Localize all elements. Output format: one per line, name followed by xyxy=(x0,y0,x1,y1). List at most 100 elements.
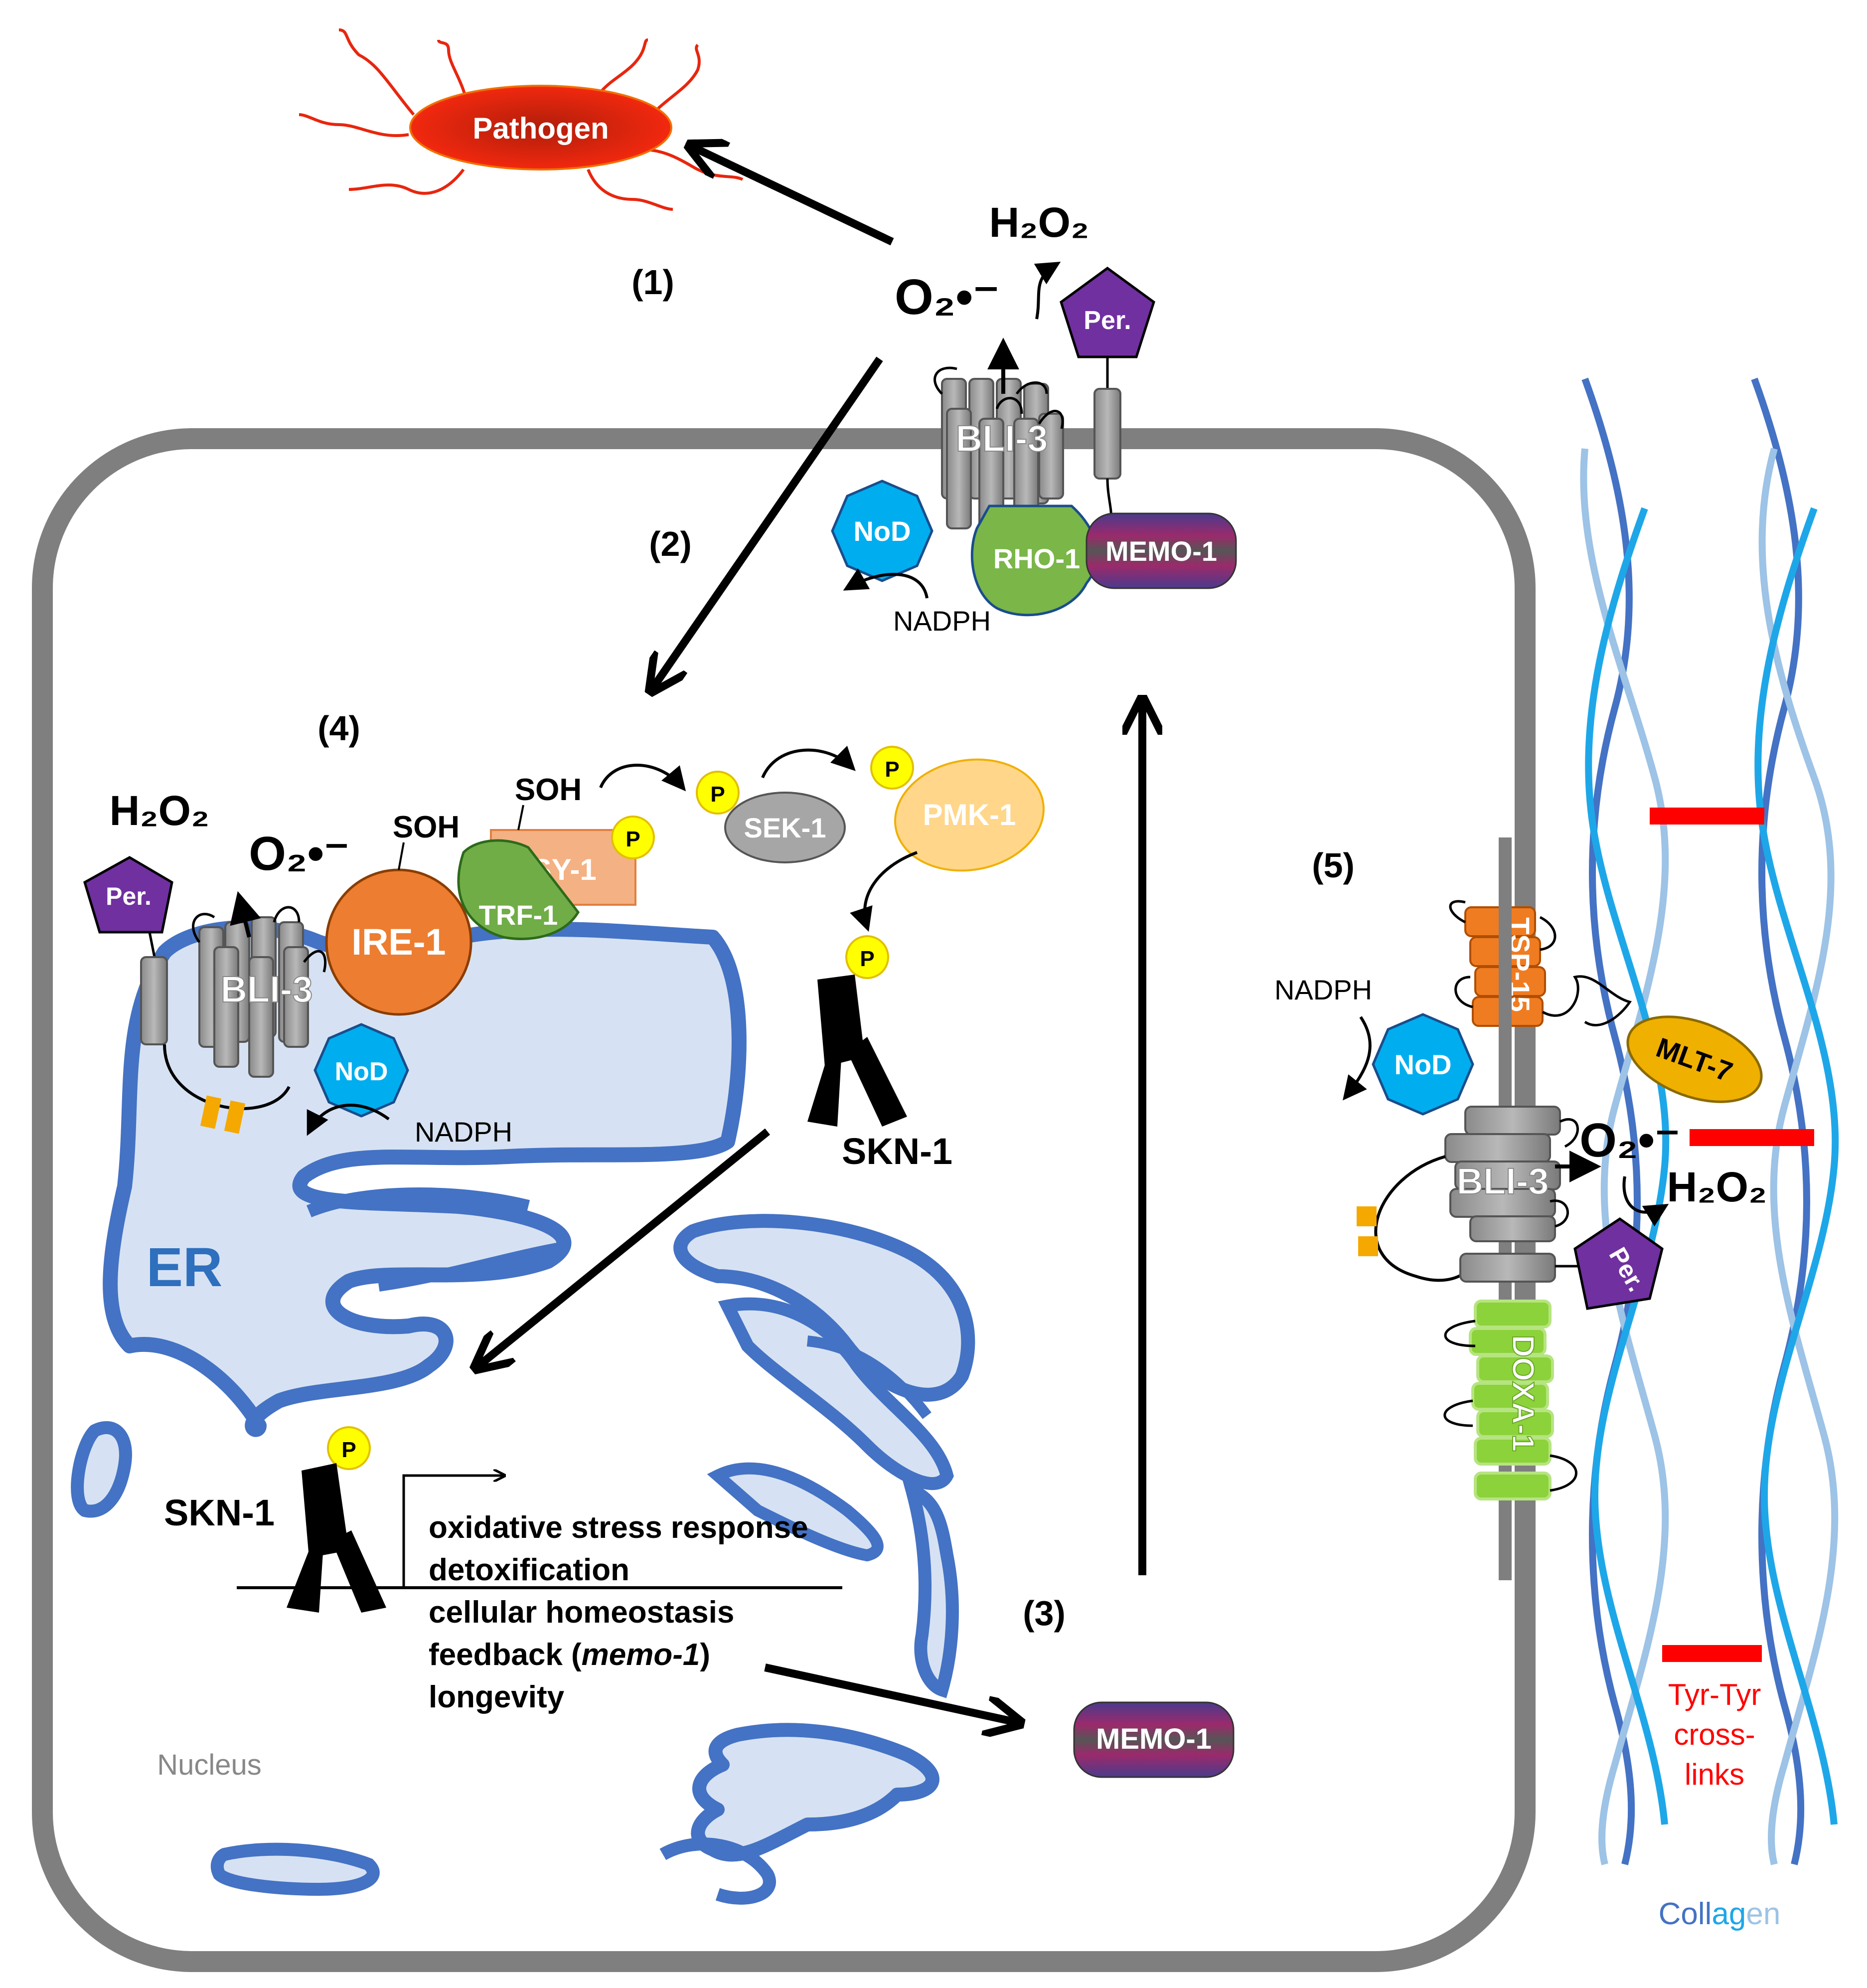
collagen-fibers xyxy=(1580,377,1839,1865)
er-membrane-helix xyxy=(140,956,168,1045)
memo1-membrane xyxy=(1086,512,1237,589)
phospho-pmk1-label: P xyxy=(885,757,899,782)
disulfide-right-marker xyxy=(1358,1236,1378,1256)
phospho-nsy1 xyxy=(611,816,655,859)
nadph-label: NADPH xyxy=(893,605,991,637)
peroxidase-er-tether xyxy=(148,932,156,958)
soh-ire1-label: SOH xyxy=(393,810,460,844)
skn1-cytoplasm-label: SKN-1 xyxy=(842,1131,952,1172)
sek1 xyxy=(724,792,846,863)
transcription-start-arrow xyxy=(402,1476,503,1588)
soh-nsy1-stem xyxy=(517,805,524,830)
er-label: ER xyxy=(147,1237,223,1298)
dismutation-right-arrow xyxy=(1622,1176,1669,1227)
arrow-feedback-to-memo1 xyxy=(764,1663,1017,1722)
peroxidase-er-label: Per. xyxy=(106,882,152,910)
sek1-to-pmk1-arrow xyxy=(761,745,856,779)
bli3-right-label: BLI-3 xyxy=(1457,1160,1549,1202)
h2o2-label: H₂O₂ xyxy=(989,199,1089,246)
tyr-crosslink-label-1: Tyr-Tyr xyxy=(1668,1678,1761,1711)
phospho-sek1 xyxy=(696,771,740,815)
tyr-tyr-crosslink xyxy=(1662,1645,1762,1662)
superoxide-er-release-arrow xyxy=(230,891,261,938)
peroxidase-er xyxy=(83,856,173,934)
membrane-helix xyxy=(1093,388,1121,480)
superoxide-right-label: O₂•⁻ xyxy=(1579,1114,1680,1167)
tsp15 xyxy=(1449,900,1632,1027)
nod-er-label: NoD xyxy=(335,1057,388,1086)
bli3-er-label: BLI-3 xyxy=(221,969,313,1010)
memo1-cytoplasm-label: MEMO-1 xyxy=(1096,1723,1212,1755)
phospho-sek1-label: P xyxy=(710,782,725,807)
soh-ire1-stem xyxy=(398,842,405,870)
rho1-label: RHO-1 xyxy=(993,543,1080,574)
nadph-er-label: NADPH xyxy=(415,1116,512,1148)
right-membrane-helix xyxy=(1459,1253,1556,1283)
h2o2-er-label: H₂O₂ xyxy=(110,787,210,834)
step-5-label: (5) xyxy=(1312,846,1355,885)
phospho-skn1-nuclear xyxy=(327,1426,371,1470)
doxa1-label: DOXA-1 xyxy=(1506,1335,1540,1452)
disulfide-marker xyxy=(200,1095,222,1129)
gene-target-4: feedback (memo-1) xyxy=(429,1638,710,1672)
gene-target-3: cellular homeostasis xyxy=(429,1595,734,1630)
mlt7 xyxy=(1626,1015,1763,1103)
superoxide-label: O₂•⁻ xyxy=(895,269,999,325)
gene-target-1: oxidative stress response xyxy=(429,1510,808,1545)
ire1-label: IRE-1 xyxy=(351,921,446,963)
tyr-crosslink-label-3: links xyxy=(1685,1758,1744,1791)
phospho-pmk1 xyxy=(870,746,914,790)
nucleus-label: Nucleus xyxy=(157,1749,262,1781)
step-2-label: (2) xyxy=(649,524,692,563)
gene-target-2: detoxification xyxy=(429,1553,629,1587)
disulfide-marker xyxy=(224,1100,246,1134)
step-3-label: (3) xyxy=(1023,1594,1066,1633)
nod-label: NoD xyxy=(853,515,911,547)
phospho-skn1-cyto xyxy=(845,935,889,979)
nod-right xyxy=(1372,1013,1474,1116)
skn1-nuclear-label: SKN-1 xyxy=(164,1492,275,1533)
skn1-cytoplasm xyxy=(807,975,907,1127)
phospho-nsy1-label: P xyxy=(625,827,640,851)
disulfide-right-marker xyxy=(1357,1206,1377,1226)
step-4-label: (4) xyxy=(317,709,360,748)
collagen-label: Collagen xyxy=(1659,1897,1781,1931)
memo1-cytoplasm xyxy=(1073,1701,1235,1778)
peroxidase-label: Per. xyxy=(1084,306,1131,335)
tyr-tyr-crosslink xyxy=(1650,808,1764,825)
pathogen xyxy=(409,85,672,170)
bli3-right xyxy=(1444,1106,1579,1242)
nadph-right-arrow xyxy=(1343,1016,1372,1101)
nod-er xyxy=(313,1023,409,1118)
phospho-skn1-nuclear-label: P xyxy=(341,1438,356,1462)
nadph-right-label: NADPH xyxy=(1274,974,1372,1005)
gene-target-5: longevity xyxy=(429,1680,565,1714)
nod-right-label: NoD xyxy=(1394,1049,1451,1080)
step-1-label: (1) xyxy=(631,263,674,302)
pathogen-label: Pathogen xyxy=(472,112,609,145)
nadph-er-arrow xyxy=(307,1104,390,1136)
bli3-er xyxy=(192,906,327,1078)
trf1 xyxy=(457,839,580,940)
peroxidase-right xyxy=(1573,1217,1664,1310)
tyr-tyr-crosslink xyxy=(1690,1129,1814,1146)
skn1-nuclear xyxy=(287,1463,386,1613)
superoxide-er-label: O₂•⁻ xyxy=(249,827,349,880)
dismutation-arrow xyxy=(1034,262,1061,320)
pmk1-to-skn1-arrow xyxy=(850,851,918,932)
nadph-arrow xyxy=(843,568,929,599)
arrow-skn1-to-nucleus xyxy=(478,1128,771,1366)
nod-domain xyxy=(831,480,934,582)
trf1-label: TRF-1 xyxy=(479,899,558,931)
bli3-label: BLI-3 xyxy=(956,418,1048,459)
doxa1 xyxy=(1443,1300,1577,1500)
sek1-label: SEK-1 xyxy=(744,812,826,843)
pmk1-label: PMK-1 xyxy=(923,798,1016,831)
bli3-right-loop xyxy=(1374,1155,1472,1282)
endoplasmic-reticulum xyxy=(71,920,975,1905)
arrow-into-cell xyxy=(653,356,883,688)
tyr-crosslink-label-2: cross- xyxy=(1674,1718,1755,1751)
memo1-label: MEMO-1 xyxy=(1105,535,1217,567)
soh-nsy1-label: SOH xyxy=(515,773,582,807)
